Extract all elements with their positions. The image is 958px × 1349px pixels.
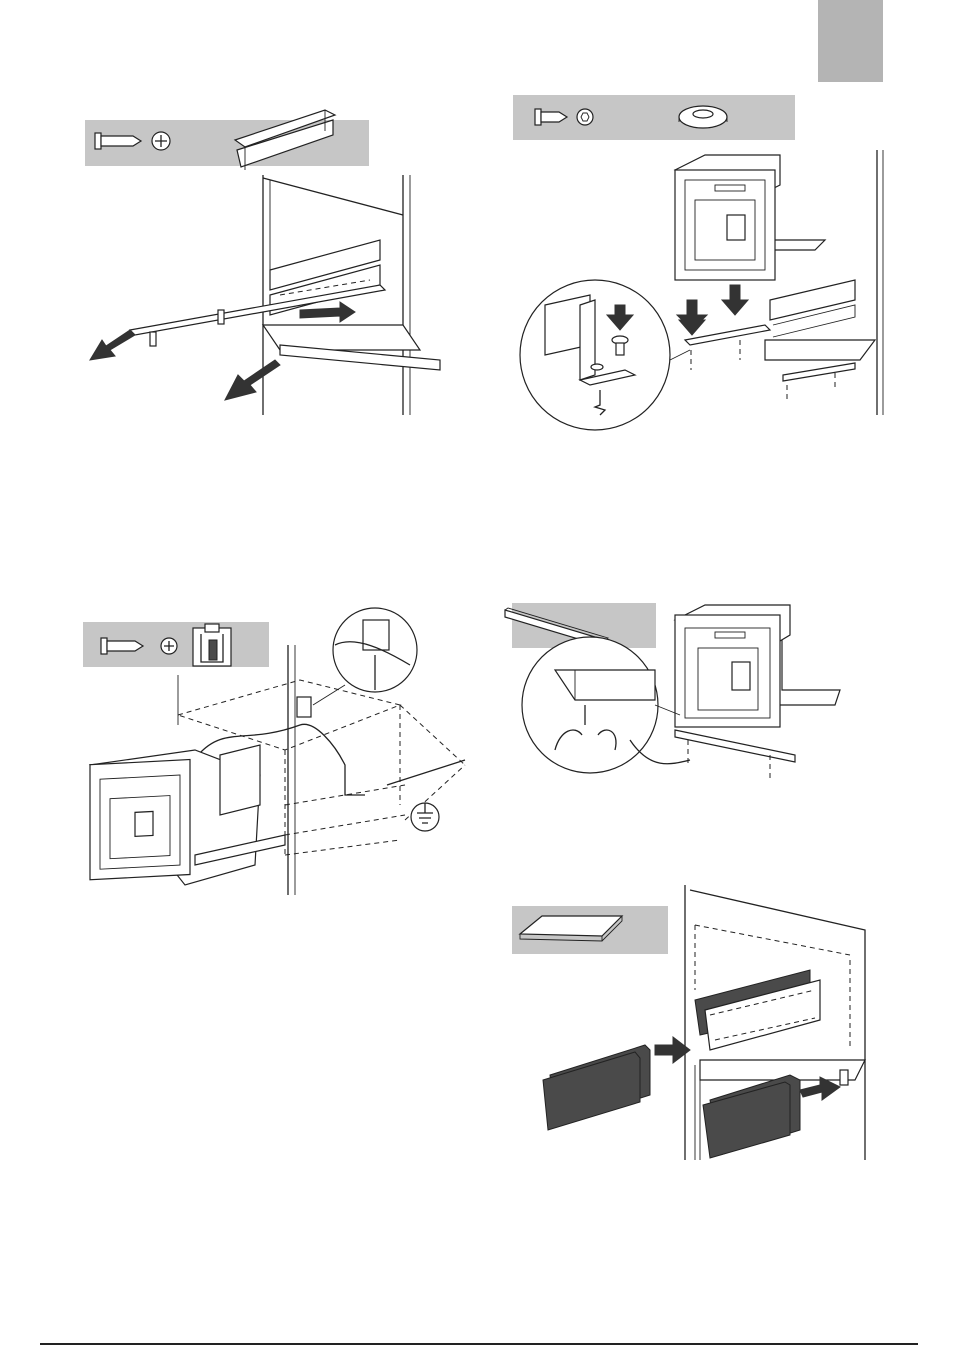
step3-illustration — [85, 605, 485, 900]
step5-illustration — [535, 880, 875, 1165]
step2-parts — [513, 95, 803, 145]
section-tab — [818, 0, 883, 82]
step1-illustration — [80, 170, 420, 415]
step1-parts — [85, 95, 375, 180]
washer-icon — [679, 106, 727, 128]
step4-illustration — [520, 600, 850, 790]
bottom-rule — [40, 1343, 918, 1345]
phillips-head-icon — [152, 132, 170, 150]
mounting-rail-icon — [235, 110, 335, 170]
step2-illustration — [515, 145, 885, 430]
hex-head-icon — [577, 109, 593, 125]
screw-icon — [95, 133, 141, 149]
screw-icon — [535, 109, 567, 125]
